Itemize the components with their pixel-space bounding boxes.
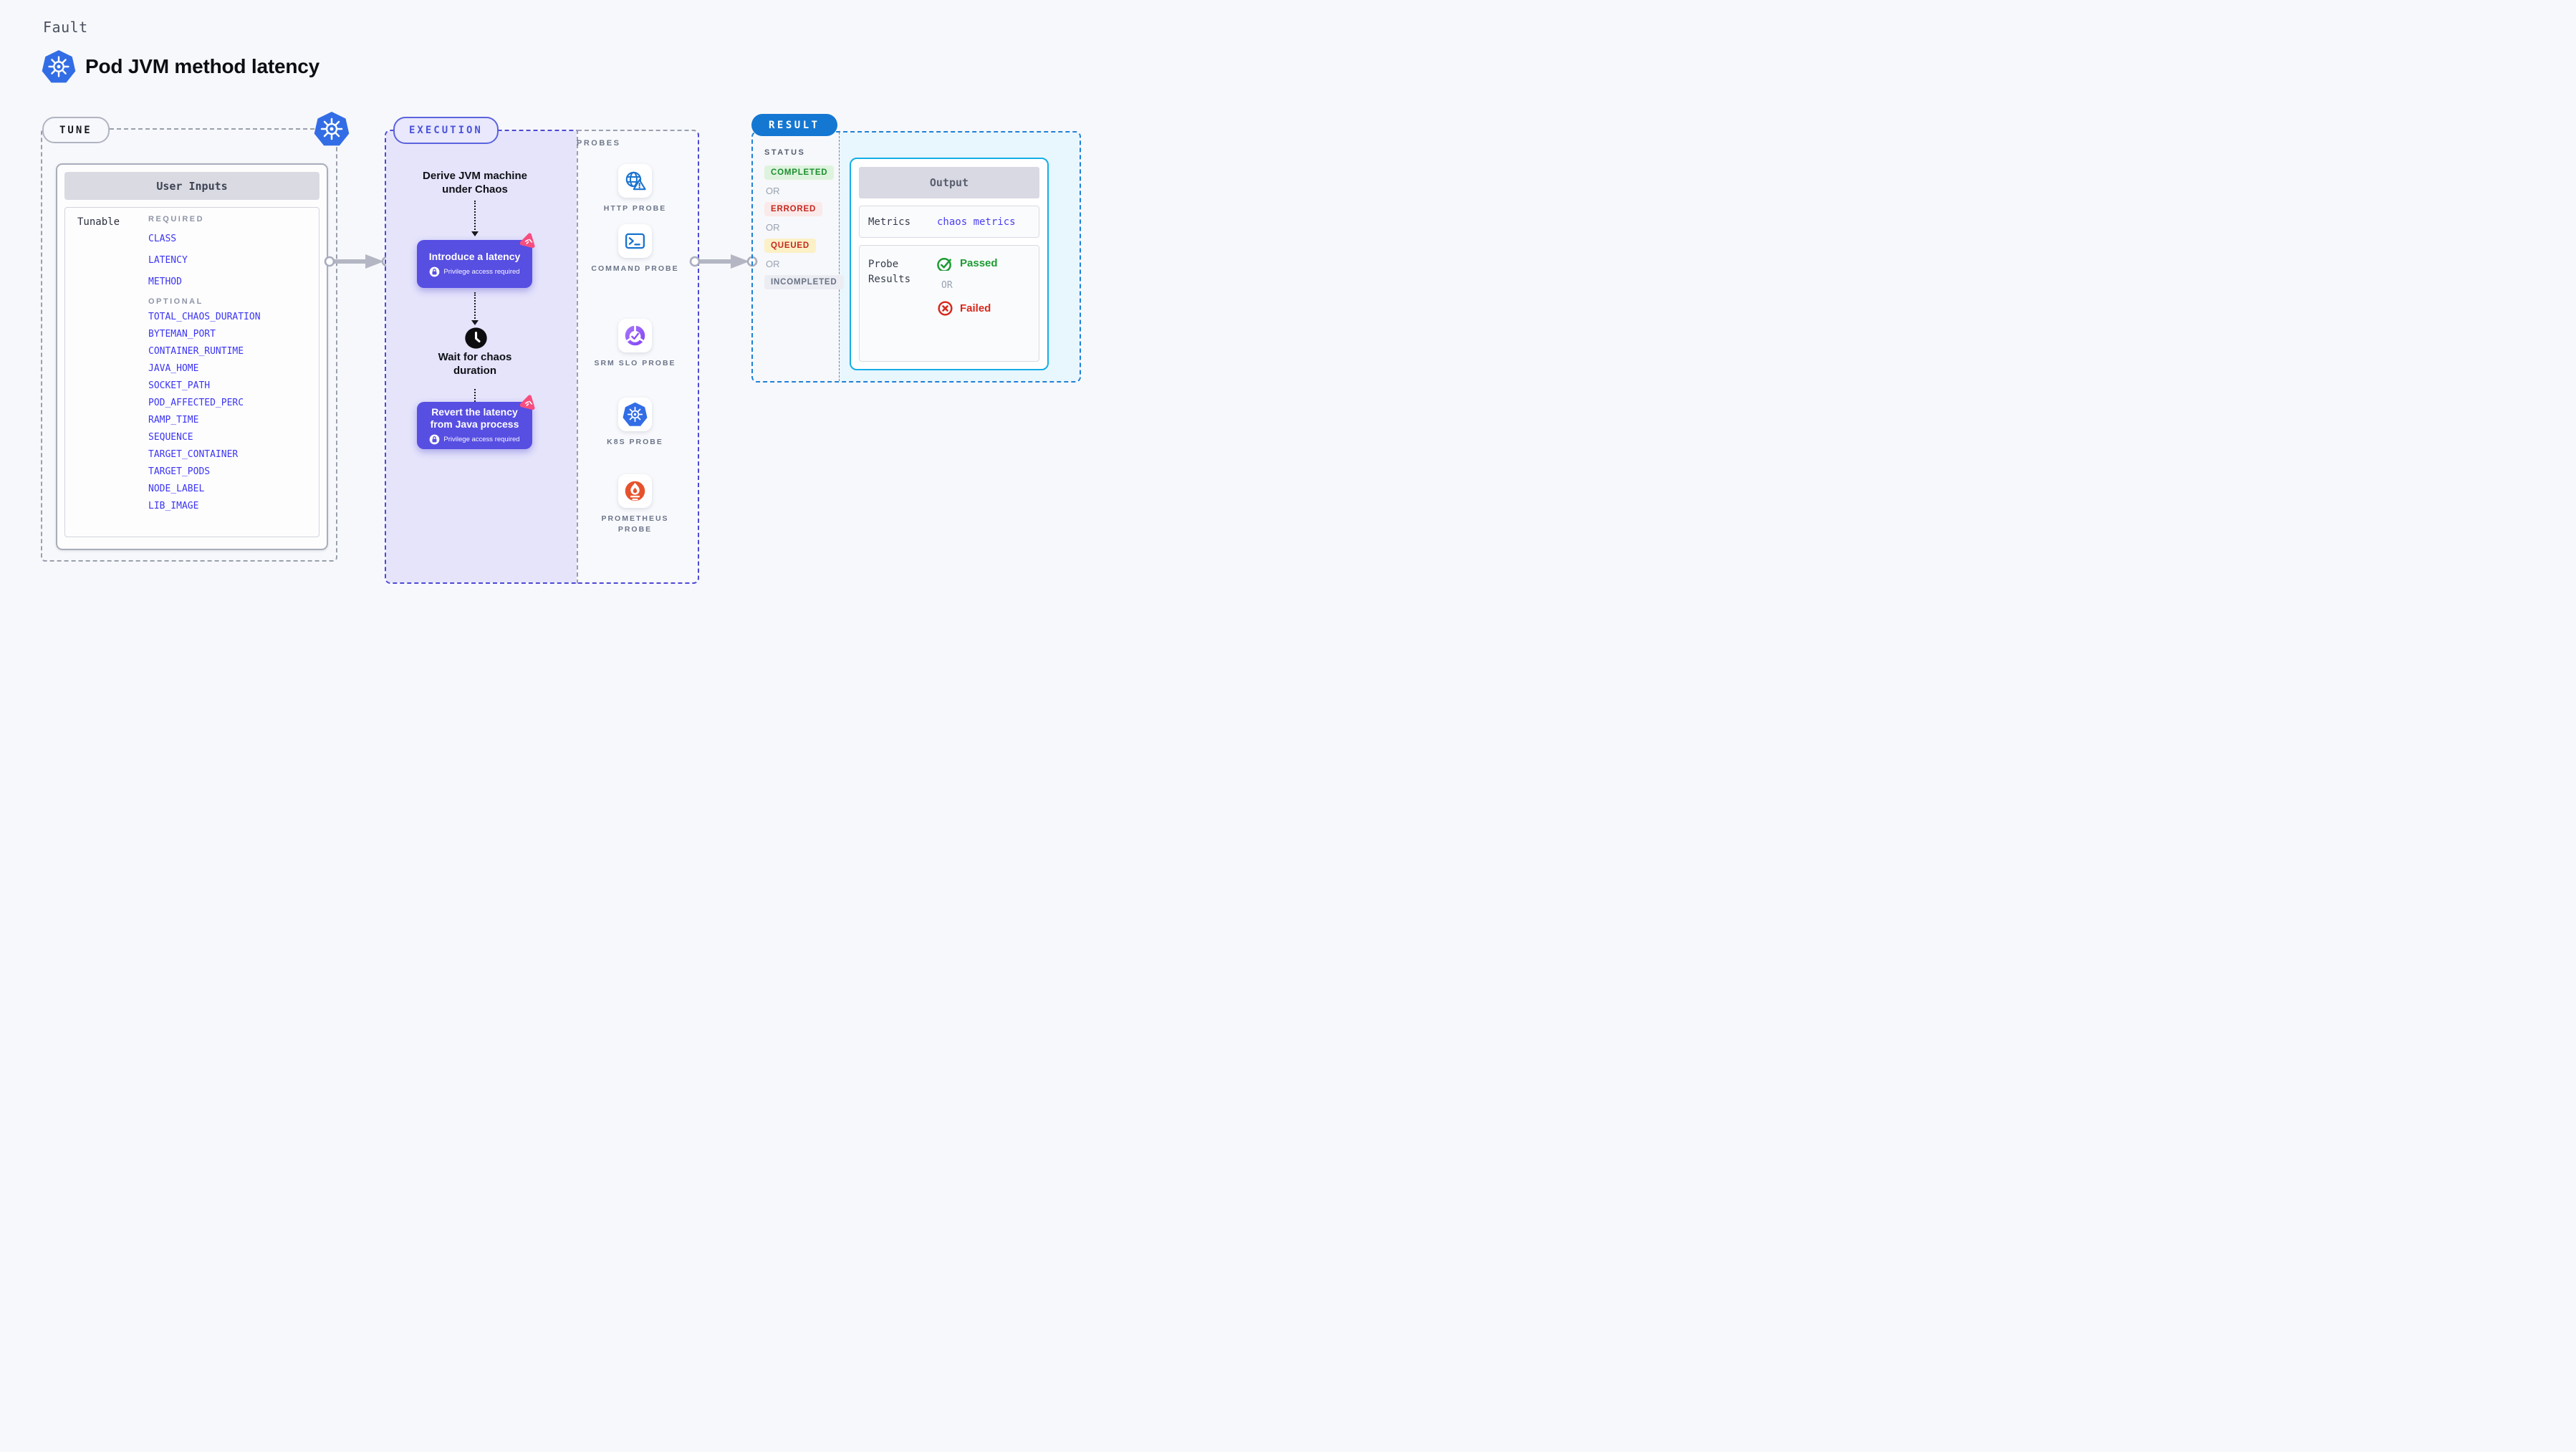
kubernetes-icon [314,111,350,147]
probe-results-values: Passed OR Failed [937,256,998,317]
lock-icon [429,266,441,278]
probe-item: K8S PROBE [585,398,686,448]
flow-connector [471,201,479,236]
node-title: Introduce a latency [428,250,521,262]
wait-step-label: Wait for chaos duration [438,351,512,378]
param-link[interactable]: METHOD [148,277,182,287]
check-circle-icon [937,258,951,271]
k8s-probe-icon [623,402,648,427]
execution-flow-area [386,131,577,582]
tune-pill: TUNE [42,117,110,143]
status-badge: INCOMPLETED [764,275,844,289]
metrics-value-link[interactable]: chaos metrics [937,216,1016,228]
output-card: Output Metrics chaos metrics Probe Resul… [850,158,1049,370]
param-link[interactable]: CLASS [148,234,177,244]
derive-step-label: Derive JVM machine under Chaos [423,170,527,196]
or-label: OR [941,280,953,291]
param-link[interactable]: CONTAINER_RUNTIME [148,346,244,357]
probes-panel [577,130,699,584]
status-badge: ERRORED [764,202,823,216]
required-label: REQUIRED [148,215,205,223]
page-header: Pod JVM method latency [42,49,319,84]
optional-label: OPTIONAL [148,297,203,306]
http-probe-icon [625,171,646,191]
privilege-note: Privilege access required [429,266,520,278]
passed-line: Passed [937,256,998,271]
tunable-params: REQUIRED CLASS LATENCY METHOD OPTIONAL T… [148,215,312,512]
param-link[interactable]: SOCKET_PATH [148,380,211,391]
prometheus-probe-card [618,474,652,508]
param-link[interactable]: LIB_IMAGE [148,501,199,511]
flow-arrow-icon [324,252,393,271]
status-label: STATUS [764,148,806,157]
srm-slo-probe-card [618,319,652,352]
or-label: OR [766,222,780,233]
x-circle-icon [938,301,953,316]
srm-slo-probe-icon [624,324,646,347]
privilege-note: Privilege access required [429,434,520,446]
param-link[interactable]: NODE_LABEL [148,484,205,494]
tunable-label: Tunable [77,216,120,228]
kubernetes-icon [42,49,76,84]
metrics-row: Metrics chaos metrics [859,206,1039,238]
privilege-note-label: Privilege access required [443,268,520,277]
page-title: Pod JVM method latency [85,55,319,77]
probe-item: HTTP PROBE [585,164,686,214]
probe-results-label: Probe Results [868,259,911,285]
privilege-note-label: Privilege access required [443,436,520,444]
probe-name: PROMETHEUS PROBE [601,514,669,534]
param-link[interactable]: SEQUENCE [148,432,193,443]
status-badge: COMPLETED [764,165,835,180]
user-inputs-title: User Inputs [64,172,319,200]
metrics-label: Metrics [868,216,911,228]
user-inputs-body: Tunable REQUIRED CLASS LATENCY METHOD OP… [64,207,319,537]
probe-item: SRM SLO PROBE [585,319,686,369]
param-link[interactable]: TARGET_CONTAINER [148,449,239,460]
flow-arrow-icon [689,252,758,271]
tune-section [41,128,337,562]
k8s-probe-card [618,398,652,431]
probe-results-row: Probe Results Passed OR Failed [859,245,1039,362]
probe-item: COMMAND PROBE [585,224,686,274]
status-badge: QUEUED [764,239,817,253]
output-title: Output [859,167,1039,198]
failed-label: Failed [960,302,991,314]
fault-diagram-page: Fault Pod JVM method latency TUNE User I… [0,0,1103,633]
status-column: COMPLETED OR ERRORED OR QUEUED OR INCOMP… [764,165,844,289]
execution-pill: EXECUTION [393,117,499,144]
param-link[interactable]: TOTAL_CHAOS_DURATION [148,312,261,322]
chaos-icon [520,394,537,410]
lock-icon [429,434,441,446]
probe-name: HTTP PROBE [603,204,667,213]
clock-icon [465,327,487,349]
param-link[interactable]: LATENCY [148,255,188,266]
param-link[interactable]: POD_AFFECTED_PERC [148,398,244,408]
probe-name: COMMAND PROBE [591,264,679,273]
http-probe-card [618,164,652,198]
failed-line: Failed [937,300,998,317]
revert-latency-node: Revert the latency from Java process Pri… [417,402,532,449]
execution-section [385,130,699,584]
param-link[interactable]: JAVA_HOME [148,363,199,374]
probe-name: SRM SLO PROBE [594,359,676,367]
introduce-latency-node: Introduce a latency Privilege access req… [417,240,532,288]
param-link[interactable]: RAMP_TIME [148,415,199,425]
command-probe-card [618,224,652,258]
user-inputs-card: User Inputs Tunable REQUIRED CLASS LATEN… [56,163,328,550]
prometheus-probe-icon [625,481,645,501]
probe-name: K8S PROBE [607,438,663,446]
flow-connector [471,292,479,325]
passed-label: Passed [960,257,998,269]
or-label: OR [766,259,780,269]
command-probe-icon [625,233,645,249]
chaos-icon [520,232,537,249]
result-pill: RESULT [751,114,837,136]
fault-eyebrow: Fault [43,19,88,36]
param-link[interactable]: BYTEMAN_PORT [148,329,216,340]
node-title: Revert the latency from Java process [430,405,519,430]
probes-label: PROBES [577,139,621,148]
or-label: OR [766,186,780,196]
probe-item: PROMETHEUS PROBE [585,474,686,535]
param-link[interactable]: TARGET_PODS [148,466,211,477]
